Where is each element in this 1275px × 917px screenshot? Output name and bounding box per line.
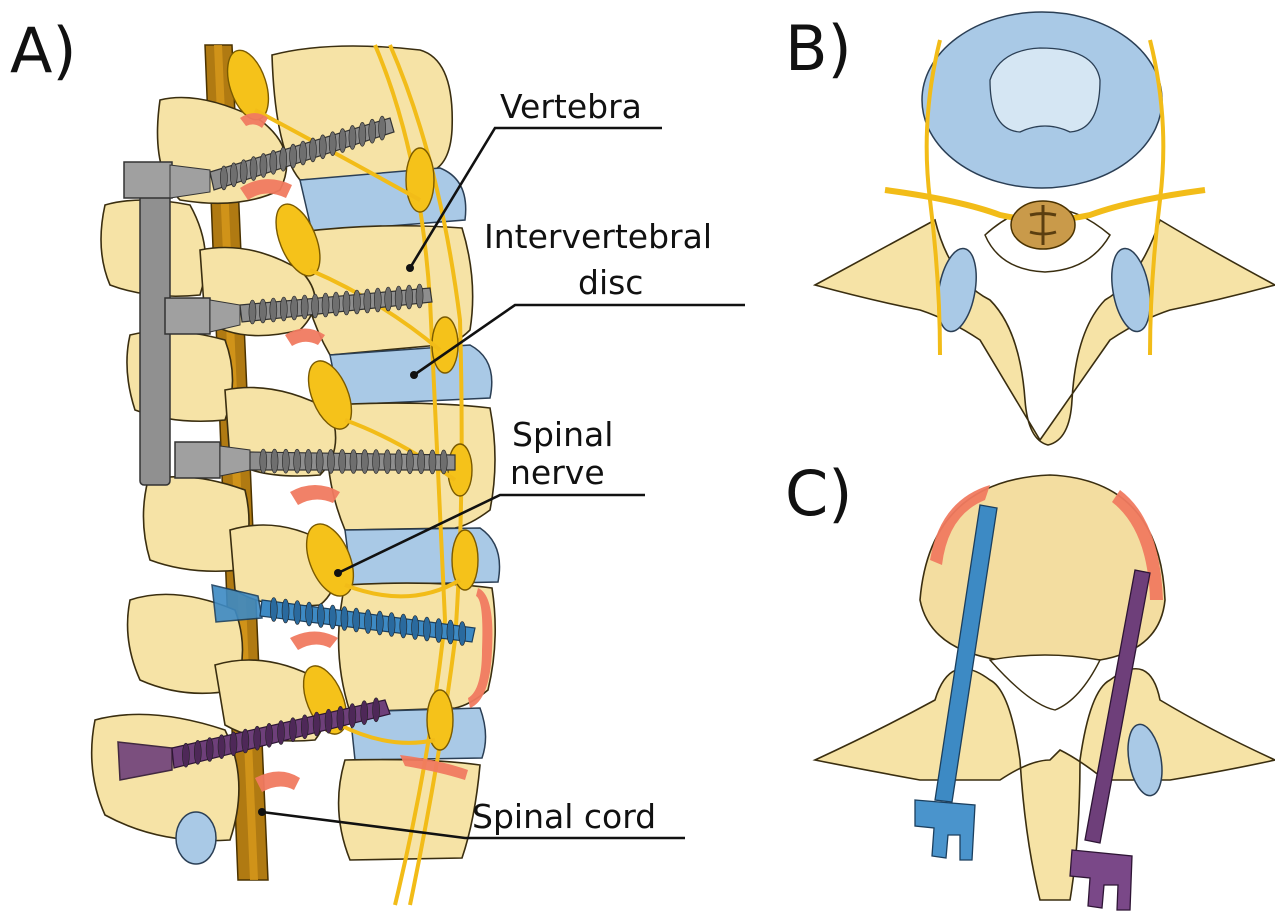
- screw-thread: [329, 605, 336, 629]
- screw-thread: [312, 294, 319, 318]
- screw-thread: [343, 291, 350, 315]
- screw-thread: [218, 735, 225, 759]
- screw-thread: [361, 450, 368, 474]
- screw-thread: [429, 450, 436, 474]
- screw-thread: [280, 147, 287, 171]
- screw-thread: [376, 611, 383, 635]
- screw-thread: [322, 293, 329, 317]
- screw-thread: [259, 299, 266, 323]
- screw-thread: [361, 701, 368, 725]
- screw-thread: [327, 449, 334, 473]
- screw-thread: [412, 616, 419, 640]
- screw-thread: [260, 153, 267, 177]
- screw-thread: [385, 287, 392, 311]
- panel-b-label: B): [785, 12, 852, 85]
- panel-c-label: C): [785, 457, 852, 530]
- screw-thread: [291, 296, 298, 320]
- screw-thread: [365, 610, 372, 634]
- panel-a-label: A): [10, 14, 77, 87]
- screw-thread: [240, 160, 247, 184]
- screw-thread: [301, 295, 308, 319]
- screw-thread: [290, 144, 297, 168]
- screw-thread: [289, 718, 296, 742]
- screw-thread: [260, 449, 267, 473]
- screw-thread: [379, 116, 386, 140]
- screw-thread: [364, 289, 371, 313]
- screw-thread: [270, 598, 277, 622]
- screw-thread: [406, 285, 413, 309]
- screw-thread: [230, 732, 237, 756]
- screw-thread: [349, 704, 356, 728]
- screw-thread: [353, 608, 360, 632]
- screw-thread: [359, 122, 366, 146]
- screw-thread: [182, 743, 189, 767]
- screw-thread: [316, 449, 323, 473]
- screw-thread: [388, 613, 395, 637]
- label-spinal: Spinal: [512, 415, 613, 454]
- screw-thread: [230, 163, 237, 187]
- screw-thread: [301, 715, 308, 739]
- screw-thread: [339, 449, 346, 473]
- screw-thread: [313, 712, 320, 736]
- screw-thread: [374, 288, 381, 312]
- screw-thread: [349, 125, 356, 149]
- label-intervertebral: Intervertebral: [484, 217, 712, 256]
- screw-thread: [278, 721, 285, 745]
- screw-thread: [266, 723, 273, 747]
- screw-thread: [325, 709, 332, 733]
- screw-thread: [309, 138, 316, 162]
- screw-thread: [294, 601, 301, 625]
- screw-thread: [373, 698, 380, 722]
- screw-thread: [373, 450, 380, 474]
- screw-thread: [329, 132, 336, 156]
- screw-thread: [339, 129, 346, 153]
- screw-thread: [418, 450, 425, 474]
- screw-thread: [395, 286, 402, 310]
- screw-thread: [384, 450, 391, 474]
- screw-thread: [319, 135, 326, 159]
- screw-thread: [333, 292, 340, 316]
- screw-thread: [271, 449, 278, 473]
- screw-thread: [369, 119, 376, 143]
- screw-thread: [270, 298, 277, 322]
- screw-thread: [282, 599, 289, 623]
- screw-thread: [305, 449, 312, 473]
- screw-thread: [416, 284, 423, 308]
- screw-thread: [300, 141, 307, 165]
- label-vertebra: Vertebra: [500, 87, 642, 126]
- screw-thread: [395, 450, 402, 474]
- screw-thread: [353, 290, 360, 314]
- screw-thread: [206, 738, 213, 762]
- screw-thread: [341, 607, 348, 631]
- screw-thread: [249, 300, 256, 324]
- label-nerve: nerve: [510, 453, 605, 492]
- screw-thread: [306, 602, 313, 626]
- screw-thread: [400, 614, 407, 638]
- screw-thread: [423, 617, 430, 641]
- panel-a-lateral-spine: A) Vertebra Intervertebral disc Spinal n…: [10, 14, 745, 905]
- panel-b-axial-vertebra: B): [785, 12, 1275, 445]
- screw-thread: [435, 619, 442, 643]
- screw-thread: [459, 622, 466, 646]
- screw-thread: [250, 157, 257, 181]
- panel-c-axial-screws: C): [785, 457, 1275, 910]
- screw-thread: [406, 450, 413, 474]
- screw-thread: [270, 150, 277, 174]
- screw-thread: [317, 604, 324, 628]
- screw-thread: [254, 726, 261, 750]
- screw-thread: [440, 450, 447, 474]
- screw-thread: [337, 706, 344, 730]
- screw-thread: [220, 166, 227, 190]
- screw-thread: [294, 449, 301, 473]
- screw-thread: [280, 297, 287, 321]
- screw-thread: [242, 729, 249, 753]
- label-disc: disc: [578, 263, 643, 302]
- screw-thread: [282, 449, 289, 473]
- screw-thread: [194, 740, 201, 764]
- label-spinal-cord: Spinal cord: [472, 797, 656, 836]
- screw-thread: [350, 450, 357, 474]
- screw-thread: [447, 620, 454, 644]
